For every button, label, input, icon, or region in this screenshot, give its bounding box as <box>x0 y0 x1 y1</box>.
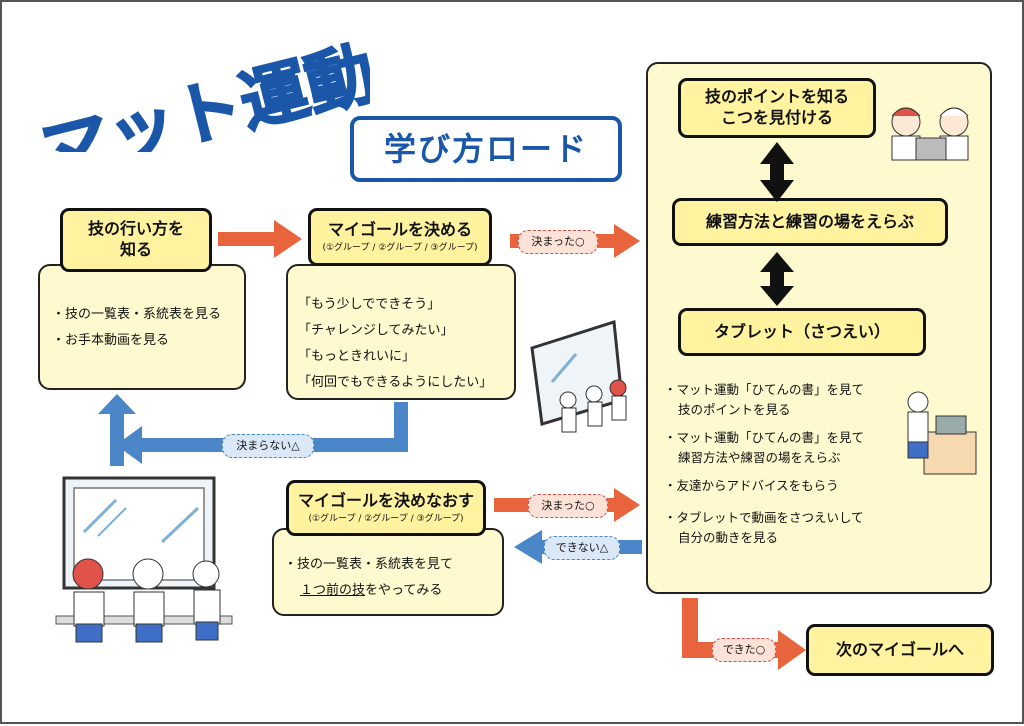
label-decided-mid: 決まった○ <box>528 494 608 518</box>
box-points-line2: こつを見付ける <box>720 108 833 127</box>
double-arrow-2 <box>760 252 794 306</box>
illustration-students-window <box>55 476 233 643</box>
bullet-group: ・マット運動「ひてんの書」を見て 技のポイントを見る <box>664 380 864 420</box>
step2-panel: 「もう少しでできそう」 「チャレンジしてみたい」 「もっときれいに」 「何回でも… <box>286 264 516 400</box>
arrow-not-decided-path <box>116 402 408 464</box>
retry-item1: ・技の一覧表・系統表を見て <box>284 557 454 572</box>
next-goal-box: 次のマイゴールへ <box>806 624 994 676</box>
box-practice-text: 練習方法と練習の場をえらぶ <box>705 211 914 231</box>
box-tablet-text: タブレット（さつえい） <box>713 321 890 341</box>
bullet-line: 練習方法や練習の場をえらぶ <box>678 450 841 465</box>
list-item: 「チャレンジしてみたい」 <box>298 323 454 338</box>
illustration-tablet-kids <box>891 107 969 161</box>
retry-item2: １つ前の技をやってみる <box>284 578 453 604</box>
label-cannot: できない△ <box>544 536 620 560</box>
illustration-tablet-desk <box>907 391 977 475</box>
list-item: 「もう少しでできそう」 <box>298 297 441 312</box>
title: マット運動 <box>33 42 370 152</box>
retry-list: ・技の一覧表・系統表を見て １つ前の技をやってみる <box>284 552 453 604</box>
bullet-group: ・タブレットで動画をさつえいして 自分の動きを見る <box>664 508 864 548</box>
box-practice: 練習方法と練習の場をえらぶ <box>672 198 948 246</box>
retry-item2-underlined: １つ前の技 <box>300 583 366 598</box>
bullet-line: ・マット運動「ひてんの書」を見て <box>664 430 865 445</box>
box-points-line1: 技のポイントを知る <box>704 87 849 107</box>
bullet-line: ・マット運動「ひてんの書」を見て <box>664 382 865 397</box>
step1-list: ・技の一覧表・系統表を見る ・お手本動画を見る <box>52 302 221 354</box>
bullet-group: ・マット運動「ひてんの書」を見て 練習方法や練習の場をえらぶ <box>664 428 864 468</box>
box-tablet: タブレット（さつえい） <box>678 308 926 356</box>
arrow-up-to-step1 <box>98 394 136 466</box>
bullet-line: 技のポイントを見る <box>678 402 791 417</box>
step1-heading-line1: 技の行い方を <box>87 219 184 239</box>
retry-panel: ・技の一覧表・系統表を見て １つ前の技をやってみる <box>272 528 504 616</box>
right-bullets: ・マット運動「ひてんの書」を見て 技のポイントを見る ・マット運動「ひてんの書」… <box>664 380 864 548</box>
step2-groups: (①グループ / ②グループ / ③グループ) <box>322 242 478 253</box>
retry-heading: マイゴールを決めなおす (①グループ / ②グループ / ③グループ) <box>286 480 486 536</box>
bullet-line: ・友達からアドバイスをもらう <box>664 478 839 493</box>
retry-item2-rest: をやってみる <box>365 583 443 598</box>
list-item: 「もっときれいに」 <box>298 349 416 364</box>
step2-heading: マイゴールを決める (①グループ / ②グループ / ③グループ) <box>308 208 492 266</box>
list-item: ・お手本動画を見る <box>52 333 170 348</box>
list-item: 「何回でもできるようにしたい」 <box>298 375 493 390</box>
label-decided-top: 決まった○ <box>518 230 598 254</box>
bullet-line: 自分の動きを見る <box>678 530 779 545</box>
retry-heading-text: マイゴールを決めなおす <box>297 490 474 510</box>
list-item: ・技の一覧表・系統表を見る <box>52 307 222 322</box>
subtitle-box: 学び方ロード <box>350 116 622 182</box>
label-could: できた○ <box>712 638 776 662</box>
step1-heading-line2: 知る <box>119 240 152 259</box>
box-points: 技のポイントを知る こつを見付ける <box>678 78 876 138</box>
step1-heading: 技の行い方を 知る <box>60 208 212 272</box>
retry-groups: (①グループ / ②グループ / ③グループ) <box>308 513 464 524</box>
bullet-group: ・友達からアドバイスをもらう <box>664 476 864 496</box>
step2-heading-text: マイゴールを決める <box>327 219 472 239</box>
bullet-line: ・タブレットで動画をさつえいして <box>664 510 864 525</box>
next-goal-text: 次のマイゴールへ <box>835 639 964 659</box>
double-arrow-1 <box>760 142 794 202</box>
step2-list: 「もう少しでできそう」 「チャレンジしてみたい」 「もっときれいに」 「何回でも… <box>298 292 492 396</box>
illustration-mirror-kids <box>530 320 627 433</box>
label-not-decided: 決まらない△ <box>222 434 314 458</box>
arrow-step1-to-step2 <box>218 220 302 258</box>
